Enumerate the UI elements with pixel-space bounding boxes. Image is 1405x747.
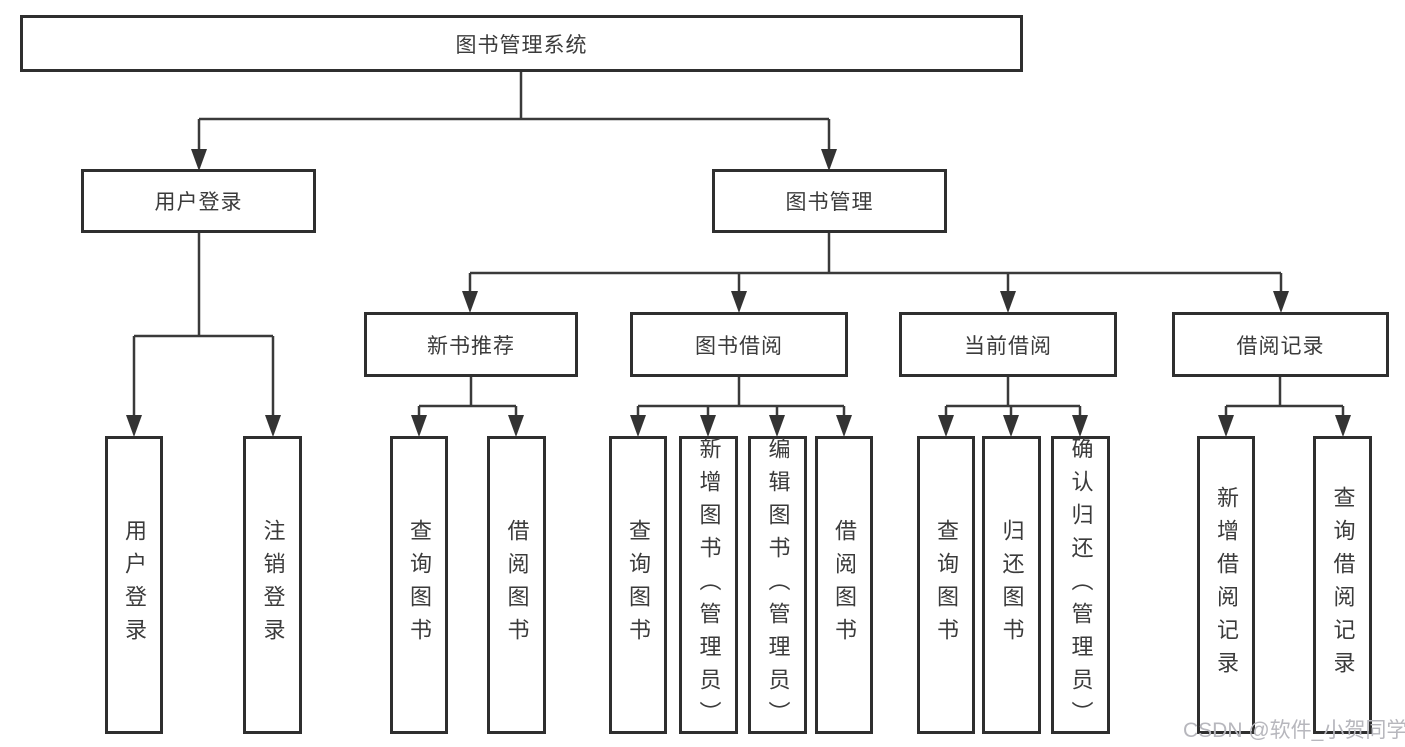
node-label: 新增图书（管理员）: [696, 436, 722, 734]
node-label: 当前借阅: [964, 334, 1052, 358]
node-label: 借阅图书: [504, 519, 530, 651]
node-label: 借阅记录: [1236, 334, 1325, 358]
connector-book-management-branch: [462, 233, 1289, 313]
node-label: 图书借阅: [695, 334, 783, 358]
node-leaf-borrow-books-1: 借阅图书: [487, 436, 546, 734]
connector-current-borrow-branch: [938, 377, 1088, 437]
node-label: 查询图书: [626, 519, 651, 651]
node-label: 借阅图书: [832, 519, 857, 651]
node-label: 确认归还（管理员）: [1068, 436, 1094, 734]
node-leaf-confirm-return-admin: 确认归还（管理员）: [1051, 436, 1110, 734]
connector-root-to-level2: [191, 72, 837, 171]
node-leaf-logout: 注销登录: [243, 436, 302, 734]
node-new-book-recommend: 新书推荐: [364, 312, 578, 377]
node-label: 用户登录: [122, 519, 147, 651]
node-leaf-borrow-books-2: 借阅图书: [815, 436, 873, 734]
node-leaf-query-books-3: 查询图书: [917, 436, 975, 734]
node-leaf-query-borrow-record: 查询借阅记录: [1313, 436, 1372, 734]
node-label: 图书管理系统: [455, 33, 588, 57]
node-label: 归还图书: [999, 519, 1025, 651]
node-leaf-add-book-admin: 新增图书（管理员）: [679, 436, 738, 734]
node-label: 用户登录: [154, 191, 243, 214]
node-label: 新书推荐: [427, 334, 515, 358]
node-leaf-query-books-1: 查询图书: [390, 436, 448, 734]
csdn-watermark: CSDN @软件_小贺同学: [1183, 719, 1405, 742]
node-borrowing-records: 借阅记录: [1172, 312, 1389, 377]
node-label: 查询借阅记录: [1330, 486, 1356, 684]
node-leaf-query-books-2: 查询图书: [609, 436, 667, 734]
node-book-management: 图书管理: [712, 169, 947, 233]
node-label: 图书管理: [785, 191, 874, 214]
connector-user-login-branch: [126, 233, 281, 437]
node-label: 新增借阅记录: [1214, 486, 1239, 684]
node-user-login: 用户登录: [81, 169, 316, 233]
node-label: 编辑图书（管理员）: [765, 436, 791, 734]
node-leaf-return-book: 归还图书: [982, 436, 1041, 734]
connector-book-borrow-branch: [630, 377, 852, 437]
node-label: 注销登录: [260, 519, 286, 651]
node-label: 查询图书: [934, 519, 959, 651]
node-label: 查询图书: [407, 519, 432, 651]
node-leaf-add-borrow-record: 新增借阅记录: [1197, 436, 1255, 734]
connector-new-book-branch: [411, 377, 524, 437]
node-root: 图书管理系统: [20, 15, 1023, 72]
node-book-borrowing: 图书借阅: [630, 312, 848, 377]
connector-borrow-record-branch: [1218, 377, 1351, 437]
node-current-borrowing: 当前借阅: [899, 312, 1117, 377]
node-leaf-edit-book-admin: 编辑图书（管理员）: [748, 436, 807, 734]
node-leaf-user-login: 用户登录: [105, 436, 163, 734]
